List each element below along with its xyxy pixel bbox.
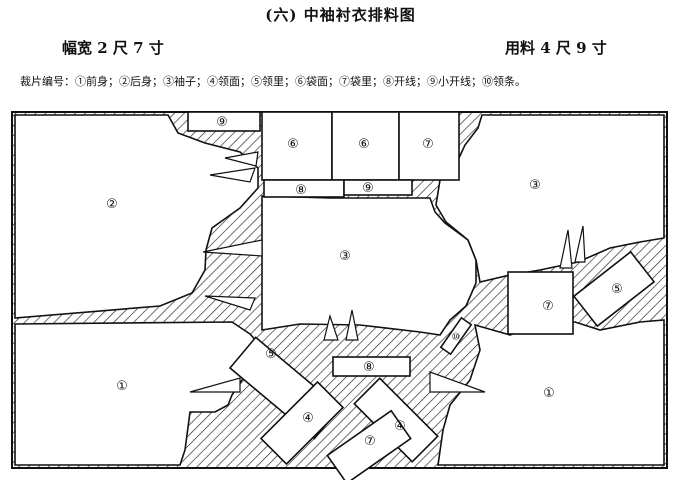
label-pocket-lining-top: ⑦ xyxy=(422,137,434,152)
dart-3 xyxy=(202,239,263,257)
dart-10 xyxy=(574,225,586,263)
piece-pocket-lining-top xyxy=(398,111,460,181)
label-sleeve-right: ③ xyxy=(529,178,541,193)
dart-9 xyxy=(559,229,573,269)
dart-5 xyxy=(323,313,339,341)
label-collar-underside-right: ⑤ xyxy=(611,282,623,297)
label-collar-underside-left: ⑤ xyxy=(265,347,277,362)
piece-legend: 裁片编号：①前身；②后身；③袖子；④领面；⑤领里；⑥袋面；⑦袋里；⑧开线；⑨小开… xyxy=(20,75,526,88)
dart-2 xyxy=(224,151,259,167)
piece-collar-face-left xyxy=(259,380,345,466)
piece-pocket-lining-bottom xyxy=(326,409,412,480)
label-pocket-lining-bottom: ⑦ xyxy=(364,434,376,449)
label-pocket-face-1: ⑥ xyxy=(287,137,299,152)
piece-welt-small-top xyxy=(187,111,261,132)
label-front-right: ① xyxy=(543,386,555,401)
piece-collar-underside-right xyxy=(572,250,656,328)
dart-8 xyxy=(429,371,486,393)
label-collar-strip: ⑩ xyxy=(452,332,461,343)
label-welt-bottom: ⑧ xyxy=(363,360,375,375)
piece-welt-bottom xyxy=(332,356,411,377)
dart-1 xyxy=(209,167,256,183)
fabric-width-label: 幅宽 2 尺 7 寸 xyxy=(62,39,164,57)
label-sleeve-center: ③ xyxy=(339,249,351,264)
piece-pocket-face-1 xyxy=(261,111,333,181)
piece-back-body xyxy=(14,114,259,319)
piece-collar-strip xyxy=(439,316,473,356)
label-back-body: ② xyxy=(106,197,118,212)
fabric-usage-label: 用料 4 尺 9 寸 xyxy=(505,39,607,57)
label-pocket-lining-right: ⑦ xyxy=(542,299,554,314)
piece-pocket-face-2 xyxy=(331,111,400,181)
label-welt-small-top: ⑨ xyxy=(216,115,228,130)
dart-6 xyxy=(345,309,359,341)
piece-welt-small-mid xyxy=(343,179,413,196)
dart-4 xyxy=(204,295,256,311)
label-pocket-face-2: ⑥ xyxy=(358,137,370,152)
label-front-left: ① xyxy=(116,379,128,394)
piece-front-left xyxy=(14,321,261,466)
label-welt-small-mid: ⑨ xyxy=(362,181,374,196)
dart-7 xyxy=(189,377,241,393)
label-collar-face-right: ④ xyxy=(394,419,406,434)
label-welt-top: ⑧ xyxy=(295,183,307,198)
diagram-title: (六) 中袖衬衣排料图 xyxy=(265,6,416,24)
label-collar-face-left: ④ xyxy=(302,411,314,426)
piece-pocket-lining-right xyxy=(507,271,574,335)
